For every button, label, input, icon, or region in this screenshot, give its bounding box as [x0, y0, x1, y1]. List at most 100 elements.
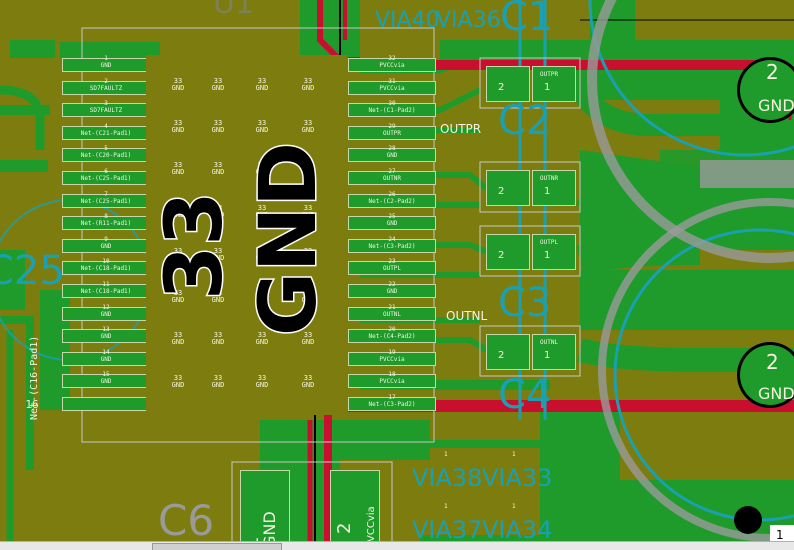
ic-pin-right-5[interactable] [348, 148, 436, 163]
pin-number: 8 [104, 213, 108, 221]
ic-pin-right-6[interactable] [348, 171, 436, 185]
big-pad-number-2: 2 [766, 350, 779, 374]
cap-1-pad-1[interactable] [532, 66, 576, 102]
ic-pin-right-7[interactable] [348, 193, 436, 208]
ic-pin-right-4[interactable] [348, 125, 436, 140]
ref-via33: VIA33 [482, 464, 553, 492]
pin-net: GND [386, 220, 398, 228]
ic-pin-right-13[interactable] [348, 329, 436, 344]
ref-via36: VIA36 [436, 8, 501, 33]
pin-number: 10 [102, 258, 110, 266]
cap-3-pad-1[interactable] [532, 234, 576, 270]
ic-pin-right-15[interactable] [348, 374, 436, 389]
pin-number: 23 [388, 258, 396, 266]
ref-via34: VIA34 [482, 516, 553, 544]
pin-number: 19 [388, 348, 396, 356]
cap-2-pad-1[interactable] [532, 170, 576, 206]
big-pad-number: 2 [766, 60, 779, 84]
pin-net: PVCCvia [379, 62, 405, 69]
ref-via40: VIA40 [375, 8, 440, 33]
pin-number: 32 [388, 55, 396, 62]
cap-net-label: OUTPL [540, 239, 559, 246]
side-net-label: Net-(C16-Pad1) [29, 335, 40, 420]
ic-pin-right-11[interactable] [348, 284, 436, 298]
cap-1-pad-2[interactable] [486, 66, 530, 102]
exposed-pad-number: 33 [149, 190, 242, 302]
ic-pin-right-16[interactable] [348, 397, 436, 411]
pin-number: 5 [104, 145, 108, 153]
pin-net: SD7FAULTZ [89, 84, 123, 92]
ref-c4: C4 [498, 372, 552, 418]
pin-number: 30 [388, 100, 396, 108]
pin-number: 18 [388, 371, 396, 379]
cap-pad-number: 1 [544, 186, 551, 197]
ic-pin-right-10[interactable] [348, 261, 436, 276]
pin-number: 2 [104, 77, 108, 85]
cap-pad-number: 2 [498, 250, 505, 261]
ic-pin-right-12[interactable] [348, 306, 436, 321]
ref-c25: C25 [0, 248, 65, 294]
ic-pin-right-2[interactable] [348, 80, 436, 95]
cap-4-pad-1[interactable] [532, 334, 576, 370]
bottom-tab[interactable] [152, 543, 282, 550]
ic-pin-right-8[interactable] [348, 216, 436, 231]
pin-net: Net-(C4-Pad2) [368, 333, 416, 341]
ic-pin-right-14[interactable] [348, 351, 436, 366]
pin-net: GND [100, 62, 112, 69]
pin-net: Net-(C18-Pad1) [80, 288, 132, 295]
ref-u1: U1 [213, 0, 255, 21]
cap-4-pad-2[interactable] [486, 334, 530, 370]
pin-net: Net-(C3-Pad2) [368, 401, 416, 408]
ref-c2: C2 [498, 98, 552, 144]
cap-pad-number: 1 [544, 250, 551, 261]
ic-pin-right-9[interactable] [348, 238, 436, 253]
cap-net-label: OUTNL [540, 339, 559, 346]
exposed-pad-area[interactable] [146, 55, 348, 415]
pin-number: 31 [388, 77, 396, 85]
pin-number: 28 [388, 145, 396, 153]
pin-number: 16 [25, 398, 39, 411]
cap-pad-number: 1 [544, 350, 551, 361]
pin-number: 20 [388, 326, 396, 334]
pin-net: Net-(C18-Pad1) [80, 265, 132, 273]
pin-number: 14 [102, 348, 110, 356]
ref-c6: C6 [158, 496, 215, 545]
pin-number: 7 [104, 190, 108, 198]
cap-3-pad-2[interactable] [486, 234, 530, 270]
pin-number: 25 [388, 213, 396, 221]
pin-number: 13 [102, 326, 110, 334]
pin-net: GND [100, 333, 112, 341]
pin-number: 12 [102, 303, 110, 311]
pin-net: Net-(C20-Pad1) [80, 152, 132, 160]
pin-net: Net-(C25-Pad1) [80, 175, 132, 182]
pin-net: Net-(C1-Pad2) [368, 107, 416, 115]
pin-number: 11 [102, 281, 110, 288]
cap-net-label: OUTPR [540, 71, 559, 78]
cap-2-pad-2[interactable] [486, 170, 530, 206]
cap-pad-number: 2 [498, 350, 505, 361]
ic-pin-right-3[interactable] [348, 103, 436, 118]
pin-net: GND [100, 355, 112, 363]
c6-pad-2[interactable] [330, 470, 380, 550]
pin-net: PVCCvia [379, 84, 405, 92]
pin-net: PVCCvia [379, 378, 405, 386]
ic-pin-right-1[interactable] [348, 58, 436, 72]
pin-net: PVCCvia [379, 355, 405, 363]
